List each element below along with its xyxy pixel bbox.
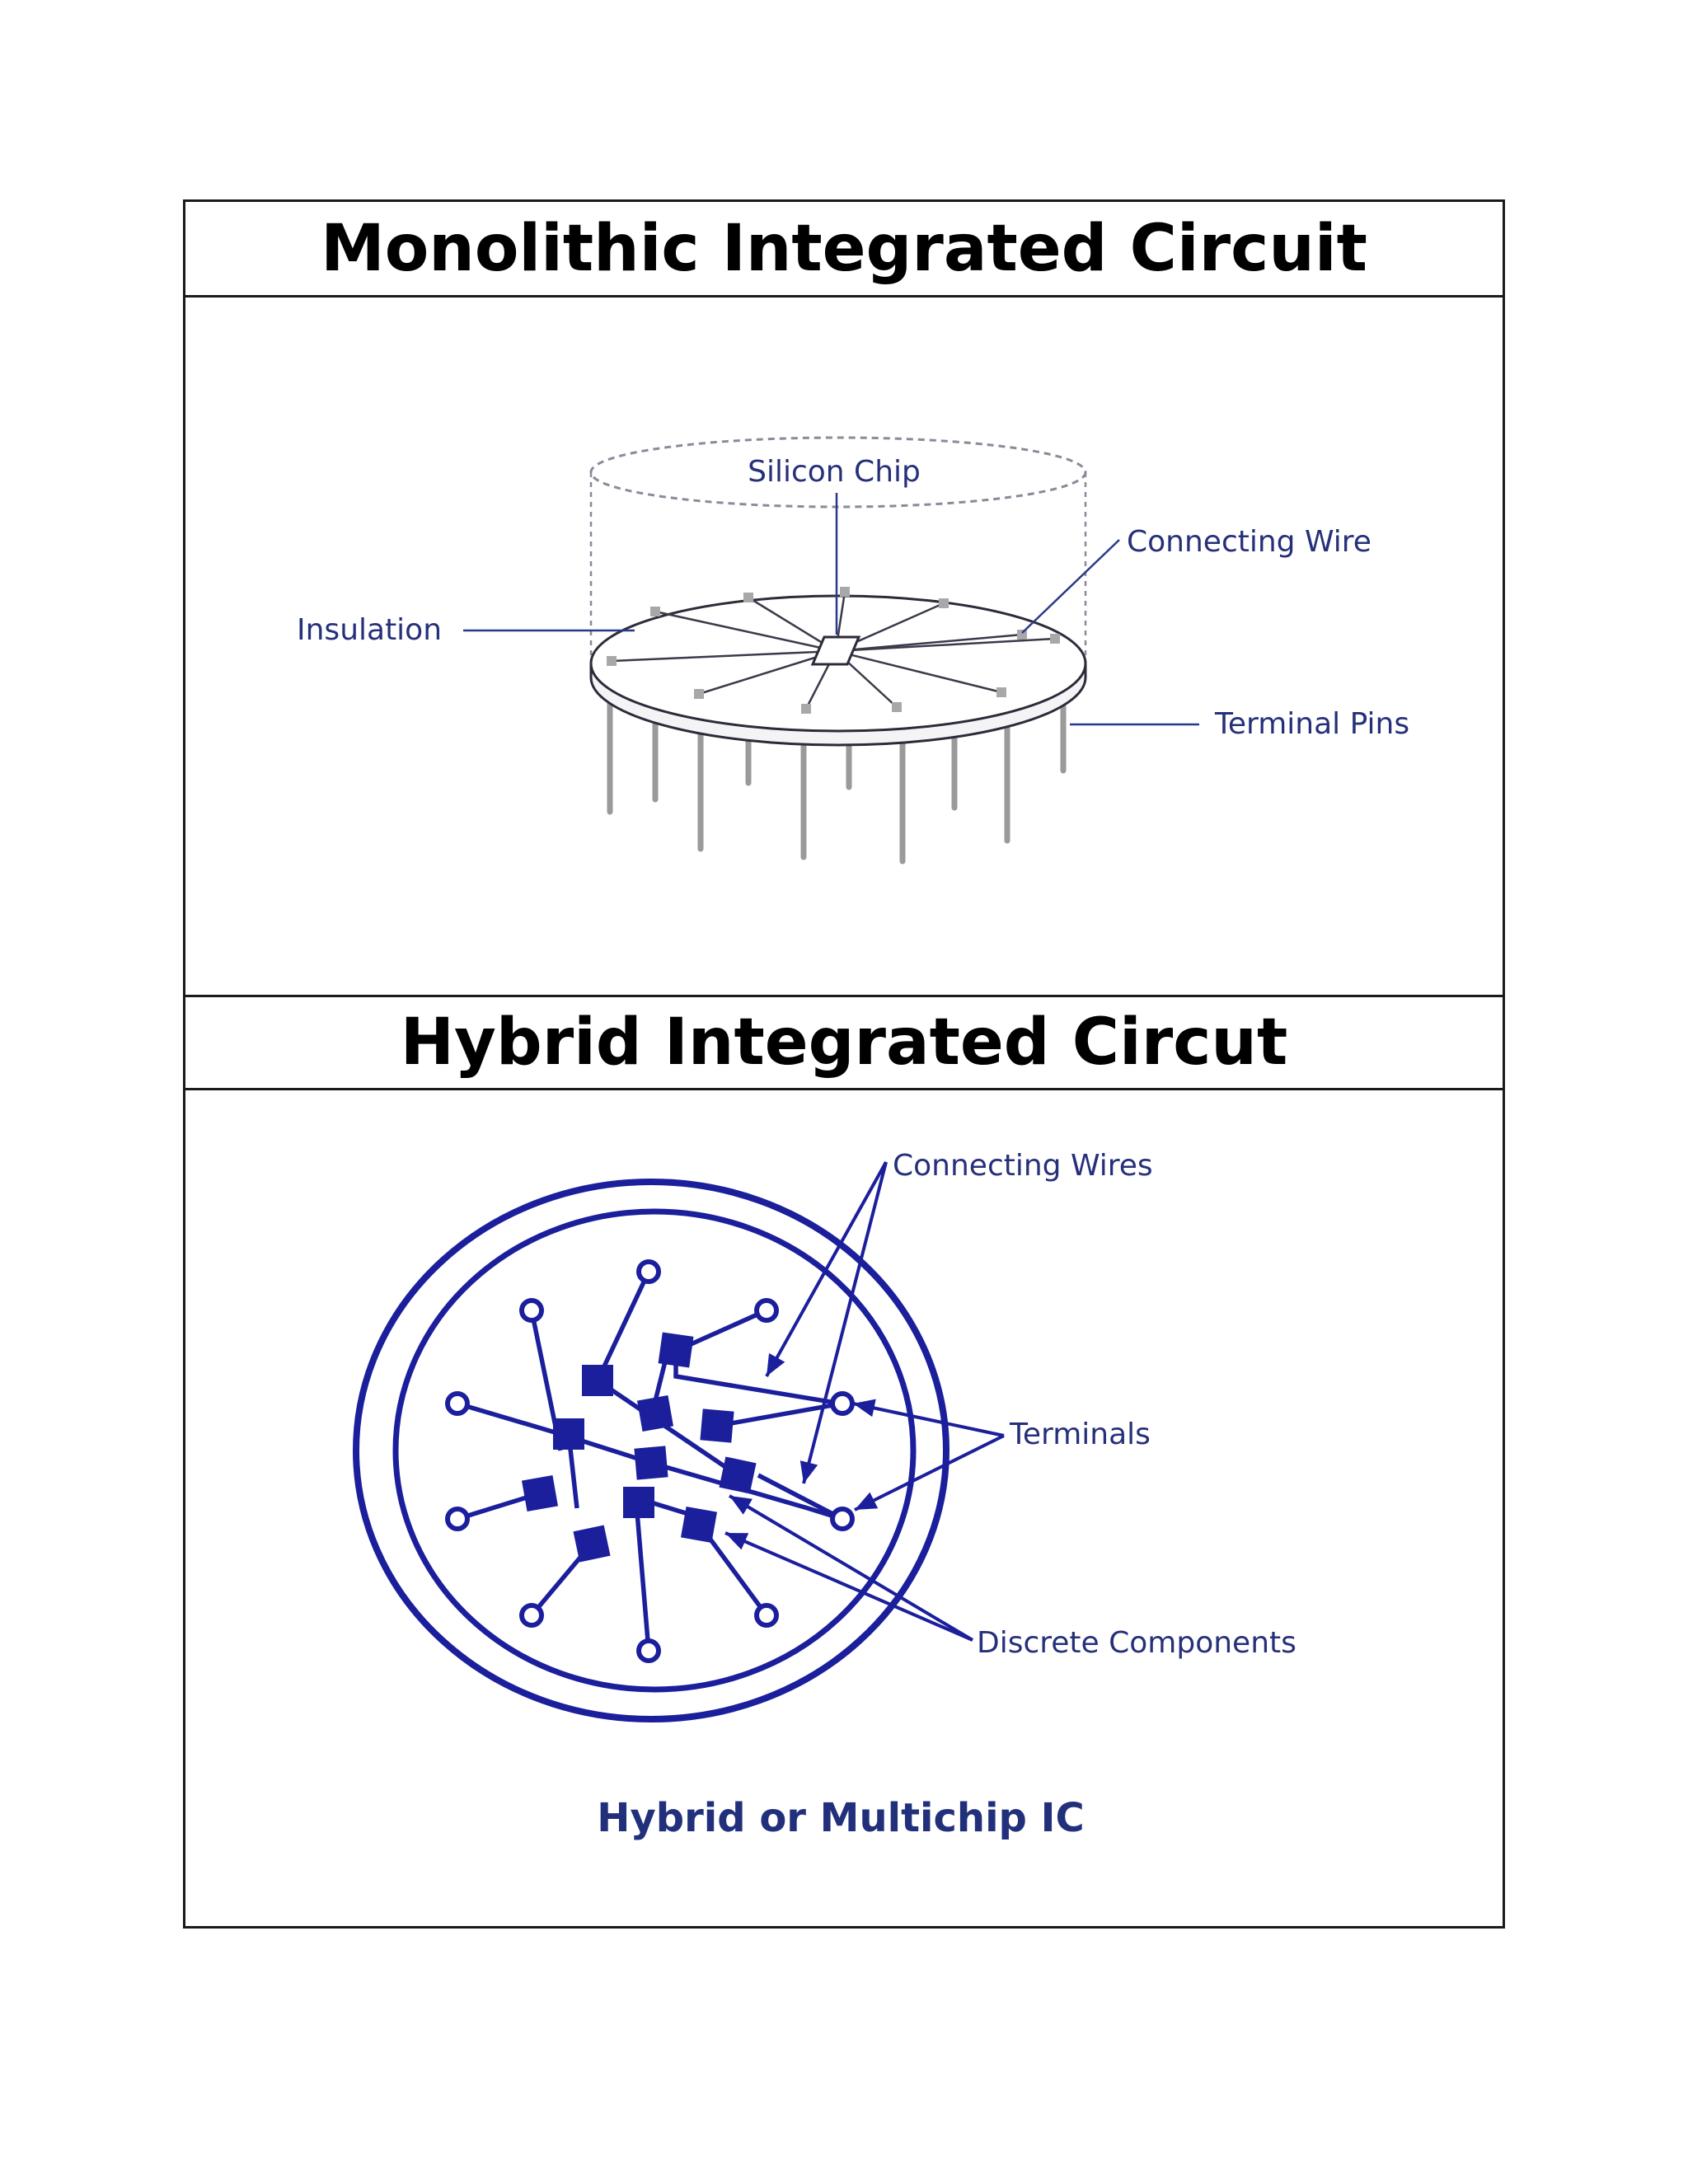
hybrid-wire bbox=[595, 1270, 651, 1382]
label-connecting-wire: Connecting Wire bbox=[1127, 525, 1372, 559]
connecting-wires-arrow-head bbox=[767, 1352, 785, 1376]
terminals-arrow-head bbox=[853, 1399, 876, 1418]
bond-pad bbox=[650, 607, 660, 616]
terminal-ring bbox=[519, 1603, 544, 1628]
pointer-arrows-group bbox=[724, 1161, 1005, 1642]
connecting-wire bbox=[611, 649, 837, 663]
terminal-ring bbox=[519, 1298, 544, 1323]
bond-pad bbox=[743, 593, 753, 602]
hybrid-wire bbox=[596, 1378, 739, 1478]
discrete-component bbox=[636, 1394, 674, 1432]
connecting-wires-arrow-head bbox=[799, 1460, 818, 1483]
terminal-ring bbox=[830, 1507, 855, 1531]
hybrid-wire bbox=[634, 1502, 651, 1652]
bond-pad bbox=[694, 689, 704, 699]
discrete-components-arrow-head bbox=[729, 1496, 753, 1515]
monolithic-title-row: Monolithic Integrated Circuit bbox=[185, 202, 1503, 298]
monolithic-diagram: Silicon Chip Connecting Wire Insulation … bbox=[297, 436, 1409, 865]
discrete-component bbox=[634, 1446, 668, 1480]
terminals-arrow bbox=[852, 1402, 1005, 1437]
discrete-component bbox=[521, 1474, 559, 1512]
discrete-component bbox=[719, 1456, 757, 1494]
discrete-components-arrow bbox=[728, 1494, 974, 1642]
discrete-components-arrow-head bbox=[725, 1533, 749, 1550]
hybrid-wire bbox=[673, 1350, 842, 1406]
terminal-ring bbox=[754, 1603, 779, 1628]
bond-pad bbox=[996, 687, 1006, 697]
connecting-wires-arrow bbox=[802, 1161, 888, 1484]
terminals-arrow bbox=[854, 1434, 1005, 1511]
connecting-wire bbox=[654, 610, 837, 653]
terminal-ring bbox=[636, 1638, 661, 1663]
label-silicon-chip: Silicon Chip bbox=[748, 455, 921, 489]
terminal-ring bbox=[445, 1507, 470, 1531]
discrete-component bbox=[573, 1525, 611, 1563]
label-discrete-components: Discrete Components bbox=[977, 1626, 1296, 1660]
hybrid-title-row: Hybrid Integrated Circut bbox=[185, 995, 1503, 1090]
bond-pad bbox=[1017, 630, 1027, 640]
discrete-component bbox=[582, 1365, 613, 1396]
hybrid-diagram: Connecting Wires Terminals Discrete Comp… bbox=[353, 1149, 1296, 1841]
discrete-component bbox=[700, 1408, 734, 1443]
terminal-ring bbox=[636, 1259, 661, 1284]
bond-pad bbox=[939, 598, 949, 608]
label-terminal-pins: Terminal Pins bbox=[1214, 707, 1409, 741]
discrete-components-arrow bbox=[724, 1531, 973, 1642]
silicon-chip bbox=[810, 635, 861, 666]
label-insulation: Insulation bbox=[297, 613, 442, 647]
bond-pad bbox=[801, 704, 811, 714]
bond-pad bbox=[1050, 634, 1060, 644]
terminal-ring bbox=[754, 1298, 779, 1323]
discrete-component bbox=[553, 1418, 584, 1450]
connecting-wire bbox=[835, 637, 1056, 653]
monolithic-title: Monolithic Integrated Circuit bbox=[321, 211, 1367, 286]
connecting-wires-arrow bbox=[765, 1161, 888, 1377]
connecting-wire-leader bbox=[1021, 539, 1120, 634]
terminals-group bbox=[445, 1259, 855, 1663]
connecting-wire bbox=[698, 649, 837, 696]
discrete-component bbox=[680, 1506, 718, 1544]
label-connecting-wires: Connecting Wires bbox=[893, 1149, 1153, 1183]
outer-ring bbox=[353, 1179, 950, 1722]
hybrid-wire bbox=[757, 1473, 844, 1521]
hybrid-title: Hybrid Integrated Circut bbox=[400, 1005, 1288, 1080]
diagram-sheet: Monolithic Integrated Circuit Hybrid Int… bbox=[183, 199, 1505, 1929]
discrete-components-group bbox=[521, 1332, 757, 1563]
connecting-wire bbox=[835, 633, 1023, 653]
label-terminals: Terminals bbox=[1009, 1418, 1151, 1451]
bond-pad bbox=[607, 656, 617, 666]
inner-ring bbox=[392, 1208, 917, 1693]
bond-pad bbox=[892, 702, 902, 712]
terminal-ring bbox=[830, 1391, 855, 1416]
terminal-ring bbox=[445, 1391, 470, 1416]
discrete-component bbox=[623, 1487, 654, 1518]
bond-pad bbox=[840, 587, 850, 597]
label-hybrid-caption: Hybrid or Multichip IC bbox=[597, 1795, 1084, 1841]
terminals-arrow-head bbox=[855, 1492, 879, 1510]
discrete-component bbox=[658, 1332, 694, 1368]
connecting-wire bbox=[835, 649, 1002, 694]
